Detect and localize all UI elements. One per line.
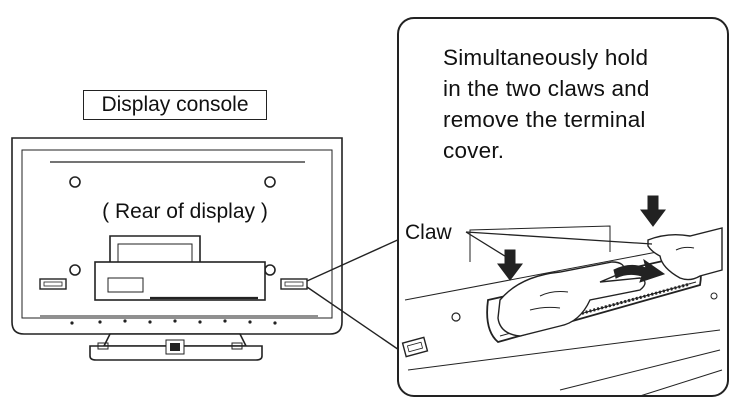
movement-arrow: [613, 258, 666, 283]
instruction-line: Simultaneously hold: [443, 45, 649, 70]
screw-hole: [69, 264, 81, 276]
terminal-cover-small: [94, 261, 266, 301]
instruction-line: in the two claws and: [443, 76, 650, 101]
claw-arrow-left: [497, 249, 523, 281]
instruction-text: Simultaneously hold in the two claws and…: [443, 42, 713, 166]
display-rear-view: [11, 137, 343, 361]
right-hand: [647, 227, 723, 281]
detail-panel-frame: [397, 17, 729, 397]
rear-of-display-label: ( Rear of display ): [80, 200, 290, 224]
claw-label: Claw: [403, 221, 454, 245]
detail-panel: [397, 17, 729, 397]
side-jack: [39, 278, 67, 290]
instruction-line: cover.: [443, 138, 505, 163]
claw-pointer-left: [465, 231, 509, 259]
display-console-label: Display console: [83, 90, 267, 120]
detail-jack: [401, 336, 429, 358]
screw-hole: [264, 176, 276, 188]
claw-arrow-right: [640, 195, 666, 227]
screw-hole: [69, 176, 81, 188]
detail-illustration: [401, 195, 723, 397]
claw-pointer-right: [465, 231, 653, 245]
zoom-leader-lines: [306, 237, 403, 353]
instruction-line: remove the terminal: [443, 107, 646, 132]
left-hand: [497, 261, 646, 337]
carry-handle: [109, 235, 201, 264]
side-jack: [280, 278, 308, 290]
